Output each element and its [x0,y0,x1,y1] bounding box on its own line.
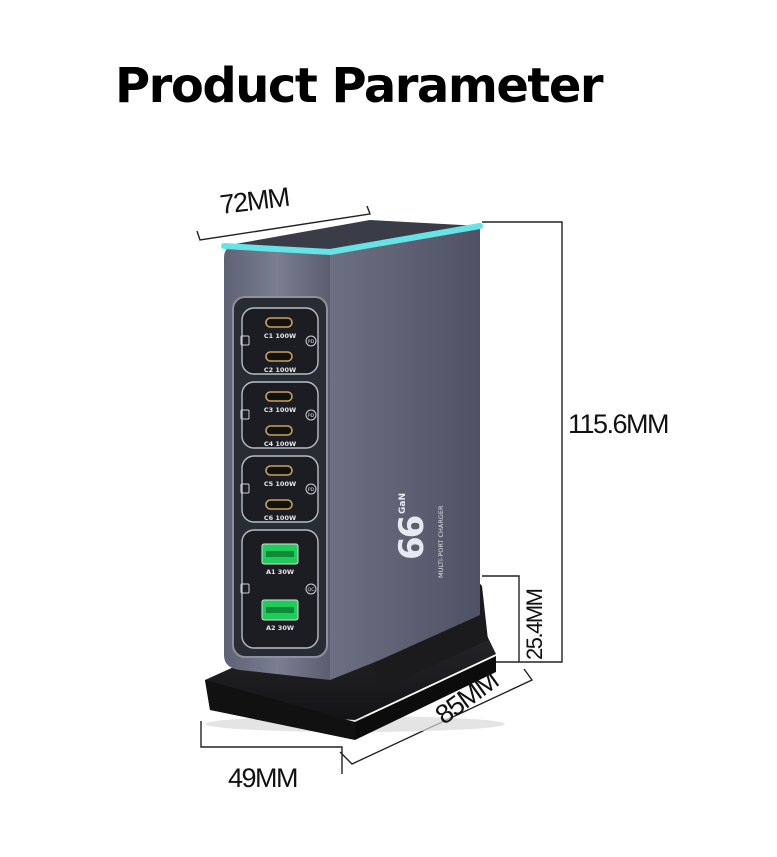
brand-logo: 66 GaN MULTI-PORT CHARGER [392,493,445,578]
port-label: C6 100W [264,514,296,522]
page-title: Product Parameter [115,58,604,114]
usb-c-port [265,499,293,510]
laptop-icon [240,409,250,420]
usb-a-tongue [266,607,294,613]
port-group [241,455,319,523]
qc-badge [305,583,317,595]
laptop-icon [240,335,250,346]
dimension-width-bottom: 49MM [228,763,299,793]
usb-c-port [265,425,293,436]
port-label: C2 100W [264,366,296,374]
dim-line-base-height [482,575,520,662]
port-group [241,307,319,375]
top-glow [221,223,483,256]
tower-side [330,226,480,680]
usb-c-port [265,317,293,328]
port-label: A1 30W [266,568,294,576]
port-groups: PD C1 100W C2 100W PD C3 100W C4 100W PD C5 100… [240,307,319,649]
port-label: C1 100W [264,332,296,340]
port-group [241,381,319,449]
tower-top [224,220,480,252]
dimension-height: 115.6MM [568,409,670,439]
pd-badge [305,335,317,347]
dimension-base-height: 25.4MM [522,589,547,660]
pd-badge [305,483,317,495]
usb-a-tongue [266,551,294,557]
port-label: A2 30W [266,624,294,632]
phone-icon [240,583,250,594]
dim-line-bottom [200,721,343,774]
usb-c-port [265,391,293,402]
brand-subtitle: MULTI-PORT CHARGER [437,505,445,578]
laptop-icon [240,483,250,494]
usb-c-port [265,465,293,476]
pd-badge-label: PD [308,487,315,493]
port-group [241,529,319,649]
brand-wattage: 66 [392,516,432,560]
port-label: C4 100W [264,440,296,448]
pd-badge [305,409,317,421]
port-label: C5 100W [264,480,296,488]
pd-badge-label: PD [308,413,315,419]
port-label: C3 100W [264,406,296,414]
qc-badge-label: QC [308,587,315,593]
dim-line-top [196,205,371,241]
brand-suffix: GaN [398,493,408,514]
pd-badge-label: PD [308,339,315,345]
dim-line-height [482,221,563,663]
usb-c-port [265,351,293,362]
